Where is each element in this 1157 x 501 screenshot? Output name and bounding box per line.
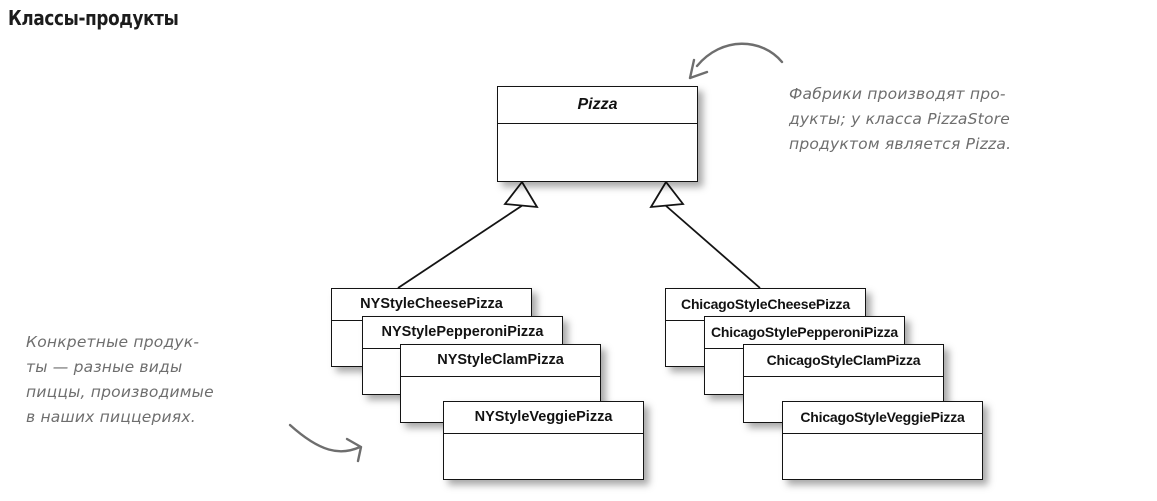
annotation-right: Фабрики производят про- дукты; у класса … [789,85,1012,153]
uml-class-name: Pizza [498,87,697,124]
uml-class-pizza[interactable]: Pizza [497,86,698,182]
annotation-arrow-right-head [688,58,709,80]
uml-class-name: NYStyleClamPizza [401,345,600,377]
uml-class-name: ChicagoStyleClamPizza [744,345,943,377]
generalization-arrowhead-chicagostyle [649,180,685,209]
uml-class-name: ChicagoStyleVeggiePizza [783,402,982,434]
uml-class-name: NYStyleVeggiePizza [444,402,643,434]
uml-class-body [783,434,982,479]
uml-class-chicagostyleveggiepizza[interactable]: ChicagoStyleVeggiePizza [782,401,983,480]
annotation-arrow-left-head [345,437,363,463]
generalization-line-nystyle [397,204,524,289]
annotation-left: Конкретные продук- ты — разные виды пицц… [26,333,214,426]
uml-class-nystyleveggiepizza[interactable]: NYStyleVeggiePizza [443,401,644,480]
page-title: Классы-продукты [8,6,179,30]
annotation-arrow-right-curve [695,42,784,68]
uml-class-body [498,124,697,181]
generalization-arrowhead-nystyle [503,180,539,209]
uml-class-body [444,434,643,479]
generalization-line-chicagostyle [664,204,761,289]
